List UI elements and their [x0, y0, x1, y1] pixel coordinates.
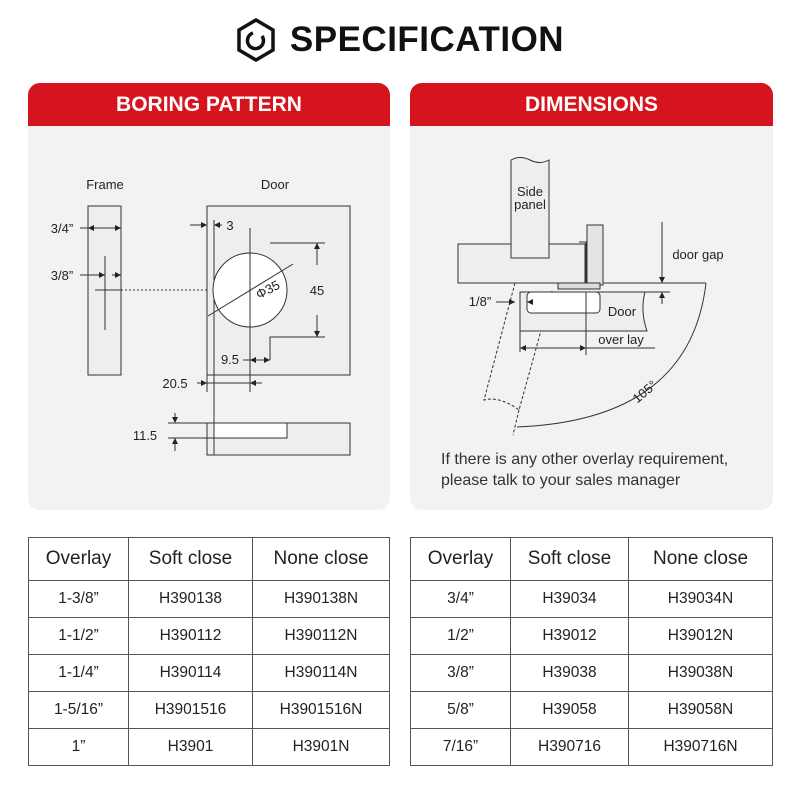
page-title: SPECIFICATION	[0, 18, 800, 62]
title-text: SPECIFICATION	[289, 20, 565, 59]
boring-pattern-panel: BORING PATTERN	[28, 83, 390, 510]
note-line-1: If there is any other overlay requiremen…	[441, 451, 729, 468]
col-header: Soft close	[128, 537, 253, 581]
note-line-2: please talk to your sales manager	[441, 472, 681, 489]
col-header: Overlay	[28, 537, 129, 581]
col-header: Overlay	[410, 537, 511, 581]
col-header: None close	[628, 537, 773, 581]
col-header: None close	[252, 537, 390, 581]
dimensions-panel: DIMENSIONS	[410, 83, 773, 510]
boring-pattern-header: BORING PATTERN	[28, 83, 390, 126]
dimensions-header: DIMENSIONS	[410, 83, 773, 126]
col-header: Soft close	[510, 537, 629, 581]
hexagon-logo-icon	[237, 18, 275, 62]
overlay-note: If there is any other overlay requiremen…	[441, 449, 728, 491]
